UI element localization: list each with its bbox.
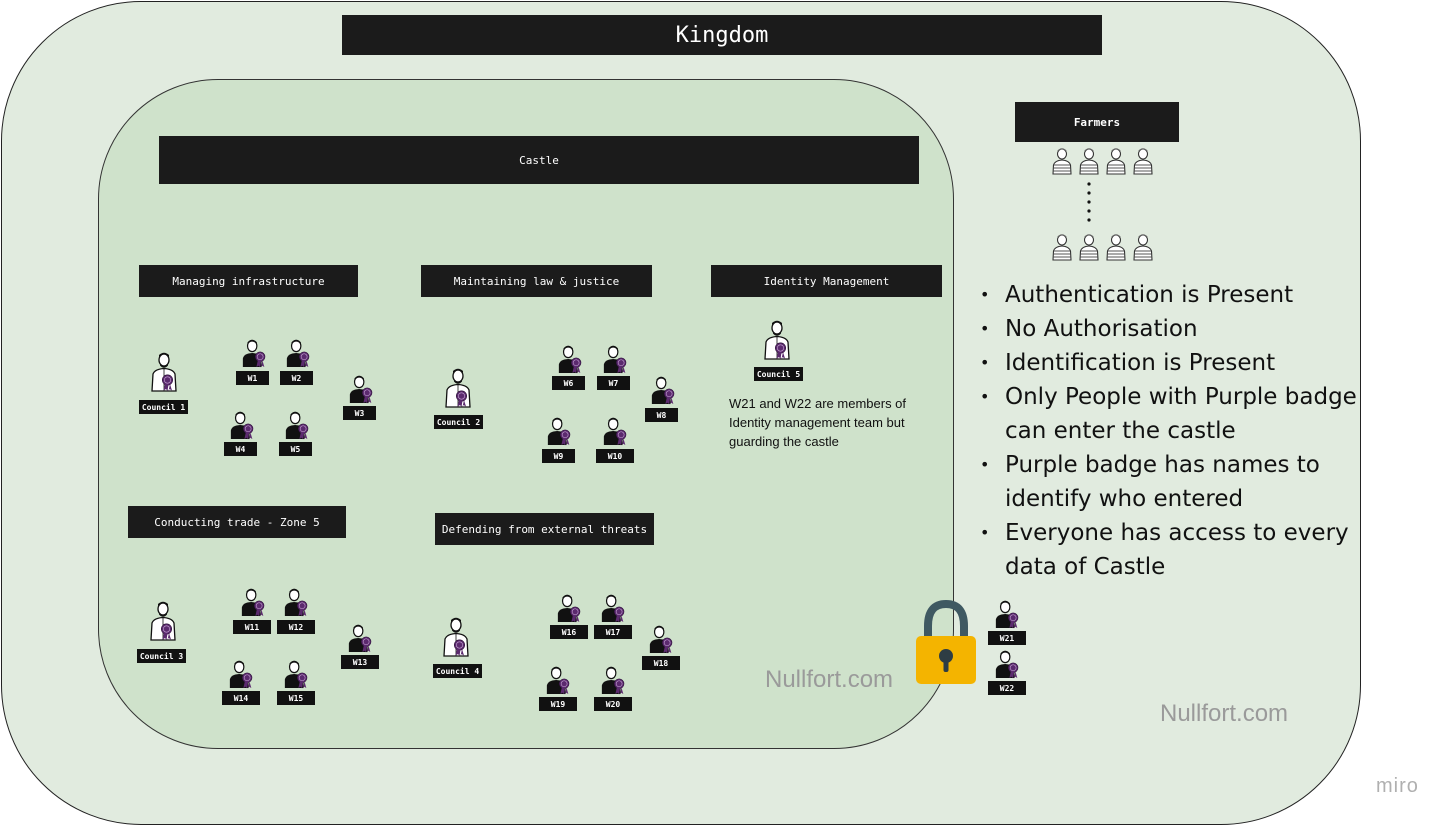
worker-w13-icon [347, 622, 375, 654]
council-2-icon [443, 368, 473, 408]
worker-w7-label: W7 [597, 376, 630, 390]
worker-w14-label: W14 [222, 691, 260, 705]
council-4-label: Council 4 [433, 664, 482, 678]
worker-w17-icon [600, 592, 628, 624]
worker-w6-label: W6 [552, 376, 585, 390]
worker-w11-icon [240, 586, 268, 618]
worker-w15-icon [283, 658, 311, 690]
council-3-label: Council 3 [137, 649, 186, 663]
worker-w4-label: W4 [224, 442, 257, 456]
worker-w16-icon [556, 592, 584, 624]
council-5-icon [762, 320, 792, 360]
list-item: Authentication is Present [980, 278, 1360, 312]
worker-w19-label: W19 [539, 697, 577, 711]
miro-logo: miro [1376, 775, 1419, 797]
worker-w5-label: W5 [279, 442, 312, 456]
worker-w16-label: W16 [550, 625, 588, 639]
worker-w8-label: W8 [645, 408, 678, 422]
worker-w10-icon [602, 415, 630, 447]
section-law-justice: Maintaining law & justice [421, 265, 652, 297]
section-defending-threats: Defending from external threats [435, 513, 654, 545]
worker-w11-label: W11 [233, 620, 271, 634]
worker-w22-label: W22 [988, 681, 1026, 695]
worker-w1-icon [241, 337, 269, 369]
section-identity-management: Identity Management [711, 265, 942, 297]
worker-w21-icon [994, 598, 1022, 630]
council-3-icon [148, 601, 178, 641]
worker-w13-label: W13 [341, 655, 379, 669]
worker-w9-icon [546, 415, 574, 447]
worker-w9-label: W9 [542, 449, 575, 463]
worker-w4-icon [229, 409, 257, 441]
worker-w14-icon [228, 658, 256, 690]
section-conducting-trade: Conducting trade - Zone 5 [128, 506, 346, 538]
council-1-icon [149, 352, 179, 392]
farmers-group-top [1051, 147, 1161, 182]
list-item: No Authorisation [980, 312, 1360, 346]
farmers-title: Farmers [1015, 102, 1179, 142]
worker-w22-icon [994, 648, 1022, 680]
watermark-inner: Nullfort.com [765, 666, 894, 693]
worker-w20-label: W20 [594, 697, 632, 711]
lock-icon [914, 598, 978, 686]
worker-w1-label: W1 [236, 371, 269, 385]
council-1-label: Council 1 [139, 400, 188, 414]
worker-w3-label: W3 [343, 406, 376, 420]
list-item: Identification is Present [980, 346, 1360, 380]
worker-w12-icon [283, 586, 311, 618]
list-item: Purple badge has names to identify who e… [980, 448, 1360, 516]
council-5-label: Council 5 [754, 367, 803, 381]
castle-title: Castle [159, 136, 919, 184]
worker-w19-icon [545, 664, 573, 696]
worker-w17-label: W17 [594, 625, 632, 639]
council-4-icon [441, 617, 471, 657]
worker-w20-icon [600, 664, 628, 696]
worker-w15-label: W15 [277, 691, 315, 705]
properties-list: Authentication is Present No Authorisati… [980, 278, 1360, 584]
worker-w7-icon [602, 343, 630, 375]
worker-w3-icon [348, 373, 376, 405]
section-managing-infrastructure: Managing infrastructure [139, 265, 358, 297]
watermark-outer: Nullfort.com [1160, 700, 1289, 727]
farmers-group-bottom [1051, 233, 1161, 268]
list-item: Only People with Purple badge can enter … [980, 380, 1360, 448]
worker-w5-icon [284, 409, 312, 441]
worker-w2-label: W2 [280, 371, 313, 385]
council-2-label: Council 2 [434, 415, 483, 429]
worker-w12-label: W12 [277, 620, 315, 634]
worker-w6-icon [557, 343, 585, 375]
list-item: Everyone has access to every data of Cas… [980, 516, 1360, 584]
worker-w18-label: W18 [642, 656, 680, 670]
identity-note: W21 and W22 are members of Identity mana… [729, 396, 907, 449]
worker-w21-label: W21 [988, 631, 1026, 645]
worker-w10-label: W10 [596, 449, 634, 463]
worker-w18-icon [648, 623, 676, 655]
farmers-ellipsis-dots [1086, 180, 1092, 233]
worker-w2-icon [285, 337, 313, 369]
worker-w8-icon [650, 374, 678, 406]
kingdom-title: Kingdom [342, 15, 1102, 55]
